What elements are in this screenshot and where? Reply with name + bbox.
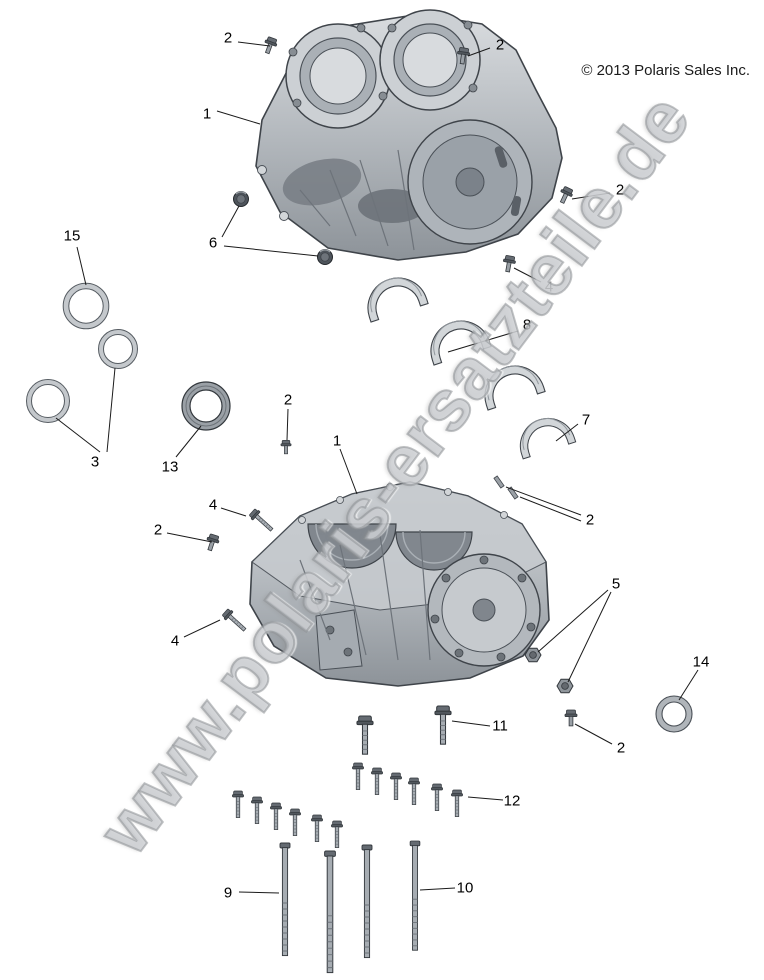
callout-9: 9 xyxy=(223,884,233,902)
callout-2: 2 xyxy=(223,29,233,47)
callout-2: 2 xyxy=(615,181,625,199)
callout-3: 3 xyxy=(90,453,100,471)
leader-lines xyxy=(55,41,699,894)
callout-4: 4 xyxy=(170,632,180,650)
callout-13: 13 xyxy=(161,458,179,476)
callout-2: 2 xyxy=(153,521,163,539)
o-ring-3a xyxy=(98,329,138,369)
medium-bolts xyxy=(232,705,463,848)
callout-1: 1 xyxy=(332,432,342,450)
o-ring-15 xyxy=(62,282,110,330)
upper-crankcase-illustration xyxy=(255,9,563,261)
o-ring-3b xyxy=(26,379,70,423)
callout-15: 15 xyxy=(63,227,81,245)
callout-2: 2 xyxy=(585,511,595,529)
callout-10: 10 xyxy=(456,879,474,897)
crankshaft-bearing-shells xyxy=(359,269,577,460)
callout-1: 1 xyxy=(202,105,212,123)
seal-13 xyxy=(181,381,231,431)
callout-11: 11 xyxy=(492,717,508,735)
callout-5: 5 xyxy=(611,575,621,593)
callout-8: 8 xyxy=(522,316,532,334)
callout-6: 6 xyxy=(208,234,218,252)
callout-2: 2 xyxy=(495,36,505,54)
copyright: © 2013 Polaris Sales Inc. xyxy=(581,62,750,79)
lower-crankcase-illustration xyxy=(249,481,550,687)
callout-14: 14 xyxy=(692,653,710,671)
callout-2: 2 xyxy=(283,391,293,409)
callout-7: 7 xyxy=(581,411,591,429)
callout-4: 4 xyxy=(544,278,554,296)
callout-2: 2 xyxy=(616,739,626,757)
callout-4: 4 xyxy=(208,496,218,514)
callout-12: 12 xyxy=(503,792,521,810)
seal-14 xyxy=(655,695,693,733)
long-bolts xyxy=(279,840,421,974)
